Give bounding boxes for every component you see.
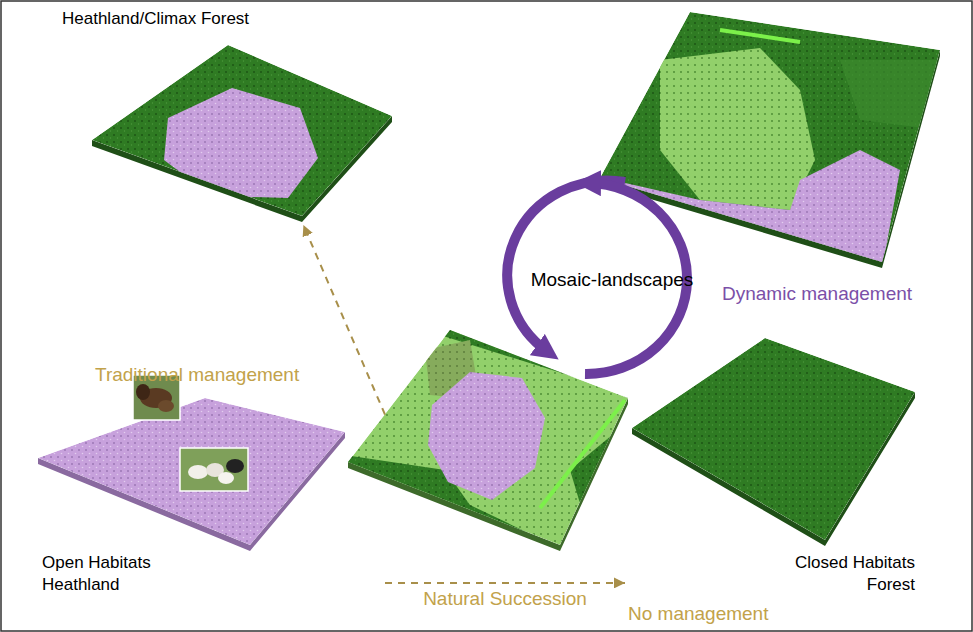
management-label: Dynamic management bbox=[722, 283, 912, 305]
management-label: No management bbox=[628, 603, 768, 625]
landscape-tile bbox=[632, 338, 915, 540]
landscape-node: Open Habitats Heathland bbox=[30, 370, 385, 605]
landscape-tile bbox=[38, 398, 345, 545]
mosaic-tile-center bbox=[340, 320, 630, 551]
animal-photo bbox=[180, 448, 248, 491]
succession-arrow bbox=[303, 225, 385, 415]
landscape-node: Heathland/Climax Forest bbox=[55, 5, 400, 225]
node-caption: Closed Habitats Forest bbox=[765, 552, 915, 596]
landscape-tile bbox=[92, 45, 392, 216]
succession-arrow bbox=[385, 582, 625, 584]
edge-label: Traditional management bbox=[95, 364, 299, 386]
cycle-arrow bbox=[507, 180, 625, 352]
landscape-node: Closed Habitats Forest bbox=[625, 330, 920, 602]
cycle-label: Mosaic-landscapes bbox=[531, 269, 694, 291]
node-caption: Open Habitats Heathland bbox=[42, 552, 182, 596]
edge-label: Natural Succession bbox=[423, 588, 587, 610]
mosaic-tile-top-right bbox=[590, 0, 940, 270]
node-caption: Heathland/Climax Forest bbox=[62, 8, 362, 30]
tile-illustration bbox=[55, 5, 400, 225]
